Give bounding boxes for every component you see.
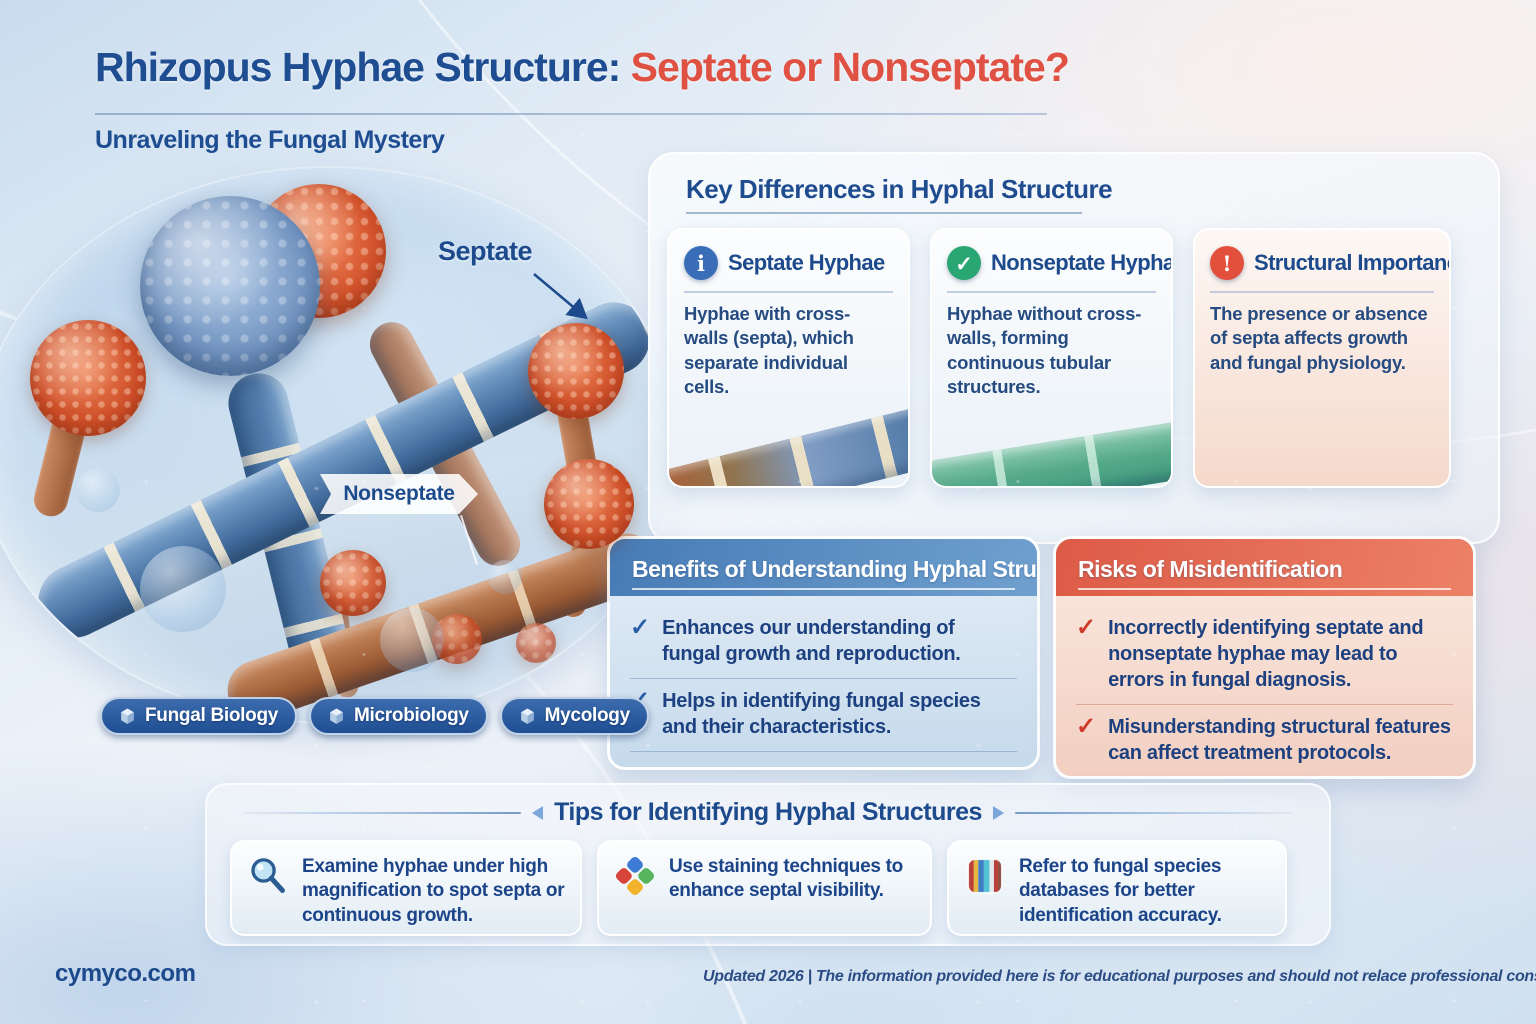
check-icon: ✓ xyxy=(1076,614,1097,641)
alert-icon: ! xyxy=(1210,246,1244,280)
nonseptate-tube-illustration xyxy=(932,416,1171,486)
cube-icon xyxy=(121,708,134,724)
sporangium-orange xyxy=(516,623,556,663)
sporangium-blue xyxy=(140,196,320,376)
risks-header: Risks of Misidentification xyxy=(1056,539,1473,596)
site-link[interactable]: cymyco.com xyxy=(55,960,196,987)
risks-title: Risks of Misidentification xyxy=(1078,556,1451,590)
benefits-header: Benefits of Understanding Hyphal Structu… xyxy=(610,539,1037,596)
cube-icon xyxy=(520,708,534,724)
card-body-text: Hyphae with cross-walls (septa), which s… xyxy=(684,303,854,398)
risk-text: Misunderstanding structural features can… xyxy=(1108,716,1451,764)
card-title: Septate Hyphae xyxy=(728,250,885,275)
key-differences-title: Key Differences in Hyphal Structure xyxy=(686,174,1113,204)
tip-text: Examine hyphae under high magnification … xyxy=(302,856,565,926)
page-title-accent: Septate or Nonseptate? xyxy=(620,44,1070,90)
stain-palette-icon xyxy=(614,855,656,897)
triangle-left-icon xyxy=(532,805,544,820)
check-icon: ✓ xyxy=(630,614,651,641)
database-stripes-icon xyxy=(964,855,1006,897)
tag-label: Microbiology xyxy=(354,705,469,726)
septate-label: Septate xyxy=(438,236,533,266)
page-title: Rhizopus Hyphae Structure: Septate or No… xyxy=(95,44,1095,91)
bubble xyxy=(488,560,522,594)
card-divider xyxy=(1210,291,1434,293)
card-divider xyxy=(947,291,1156,293)
tip-card-magnification: Examine hyphae under high magnification … xyxy=(230,840,582,936)
footer-disclaimer: Updated 2026 | The information provided … xyxy=(703,968,1536,985)
benefit-item: ✓ Enhances our understanding of fungal g… xyxy=(630,606,1017,679)
tips-panel: Tips for Identifying Hyphal Structures E… xyxy=(205,783,1331,946)
card-title: Structural Importance xyxy=(1254,250,1451,275)
tips-title: Tips for Identifying Hyphal Structures xyxy=(554,798,982,826)
card-body-text: The presence or absence of septa affects… xyxy=(1210,303,1428,373)
risk-item: ✓ Misunderstanding structural features c… xyxy=(1076,705,1453,776)
card-title: Nonseptate Hyphae xyxy=(991,250,1173,275)
ornament-line xyxy=(243,811,522,814)
sporangium-orange xyxy=(320,550,386,616)
ornament-line xyxy=(1014,811,1293,814)
benefit-text: Enhances our understanding of fungal gro… xyxy=(662,617,961,665)
tip-card-databases: Refer to fungal species databases for be… xyxy=(947,840,1287,936)
tag-microbiology[interactable]: Microbiology xyxy=(309,697,488,735)
page-subtitle: Unraveling the Fungal Mystery xyxy=(95,126,445,154)
card-nonseptate-hyphae: ✓ Nonseptate Hyphae Hyphae without cross… xyxy=(930,228,1173,488)
page-title-main: Rhizopus Hyphae Structure: xyxy=(95,44,621,90)
title-divider xyxy=(95,113,1047,115)
bubble xyxy=(76,468,120,512)
card-septate-hyphae: i Septate Hyphae Hyphae with cross-walls… xyxy=(667,228,910,488)
bubble xyxy=(140,546,226,632)
septate-arrow-icon xyxy=(533,273,588,320)
check-icon: ✓ xyxy=(1076,713,1097,740)
triangle-right-icon xyxy=(992,805,1004,820)
cube-icon xyxy=(330,708,343,724)
sporangium-orange xyxy=(30,320,146,436)
bubble xyxy=(380,608,444,672)
tag-label: Fungal Biology xyxy=(145,705,279,726)
tag-list: Fungal Biology Microbiology Mycology xyxy=(100,697,649,735)
risk-item: ✓ Incorrectly identifying septate and no… xyxy=(1076,606,1453,705)
tip-text: Use staining techniques to enhance septa… xyxy=(669,856,903,902)
tag-label: Mycology xyxy=(544,705,631,726)
risks-panel: Risks of Misidentification ✓ Incorrectly… xyxy=(1053,536,1476,779)
card-divider xyxy=(684,291,893,293)
check-icon: ✓ xyxy=(947,246,981,280)
risk-text: Incorrectly identifying septate and nons… xyxy=(1108,617,1424,691)
key-differences-panel: Key Differences in Hyphal Structure i Se… xyxy=(648,152,1500,544)
section-divider xyxy=(686,212,1082,214)
benefit-text: Helps in identifying fungal species and … xyxy=(662,690,981,738)
tips-header: Tips for Identifying Hyphal Structures xyxy=(207,798,1329,827)
tag-mycology[interactable]: Mycology xyxy=(499,697,649,735)
card-structural-importance: ! Structural Importance The presence or … xyxy=(1193,228,1451,488)
nonseptate-label: Nonseptate xyxy=(320,474,478,514)
septate-tube-illustration xyxy=(669,401,908,486)
info-icon: i xyxy=(684,246,718,280)
nonseptate-label-text: Nonseptate xyxy=(343,482,455,505)
benefit-item: ✓ Helps in identifying fungal species an… xyxy=(630,679,1017,752)
sporangium-orange xyxy=(432,614,482,664)
sporangium-orange xyxy=(528,323,624,419)
tip-card-staining: Use staining techniques to enhance septa… xyxy=(597,840,932,936)
benefits-panel: Benefits of Understanding Hyphal Structu… xyxy=(607,536,1040,770)
fungal-illustration xyxy=(0,166,680,724)
card-body-text: Hyphae without cross-walls, forming cont… xyxy=(947,303,1142,398)
tip-text: Refer to fungal species databases for be… xyxy=(1019,856,1222,926)
benefits-title: Benefits of Understanding Hyphal Structu… xyxy=(632,556,1037,590)
sporangium-orange xyxy=(544,459,634,549)
tag-fungal-biology[interactable]: Fungal Biology xyxy=(100,697,298,735)
magnifier-icon xyxy=(247,855,289,897)
